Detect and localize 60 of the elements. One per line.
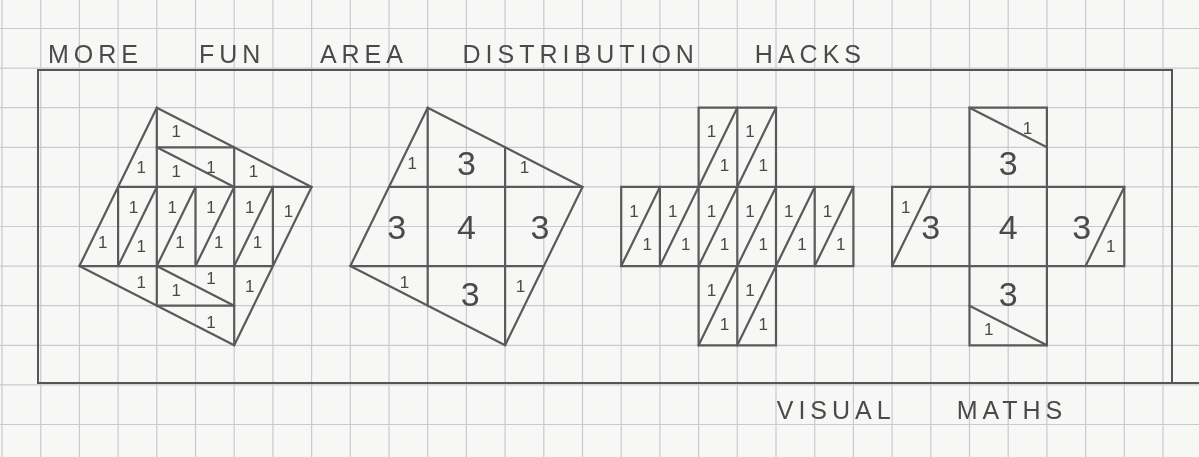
area-number: 1 xyxy=(822,202,833,220)
area-number: 1 xyxy=(283,202,294,220)
footer-text: VISUAL MATHS xyxy=(776,397,1068,423)
area-number: 1 xyxy=(206,269,216,287)
area-number: 1 xyxy=(667,202,678,220)
area-number: 3 xyxy=(387,209,407,244)
area-number: 1 xyxy=(1106,237,1116,255)
area-number: 1 xyxy=(719,156,730,174)
area-number: 3 xyxy=(998,276,1018,311)
area-number: 1 xyxy=(399,273,410,291)
area-number: 1 xyxy=(171,162,181,180)
area-number: 1 xyxy=(214,233,224,251)
area-number: 1 xyxy=(206,313,216,331)
area-number: 1 xyxy=(252,233,263,251)
area-number: 1 xyxy=(745,202,755,220)
area-number: 3 xyxy=(998,146,1018,181)
area-number: 1 xyxy=(244,198,255,216)
area-number: 1 xyxy=(984,320,994,338)
area-number: 1 xyxy=(175,233,185,251)
area-number: 1 xyxy=(407,154,417,172)
area-number: 1 xyxy=(244,277,255,295)
area-number: 3 xyxy=(460,276,480,311)
area-number: 4 xyxy=(998,209,1018,244)
area-number: 1 xyxy=(706,281,717,299)
area-number: 1 xyxy=(171,122,181,140)
area-number: 3 xyxy=(921,209,941,244)
area-number: 1 xyxy=(97,233,108,251)
area-number: 1 xyxy=(758,235,768,253)
area-number: 1 xyxy=(206,158,216,176)
area-number: 1 xyxy=(681,235,691,253)
area-number: 1 xyxy=(797,235,807,253)
area-number: 1 xyxy=(167,198,177,216)
area-number: 1 xyxy=(128,198,139,216)
area-number: 1 xyxy=(758,315,768,332)
area-number: 3 xyxy=(456,146,476,181)
area-number: 1 xyxy=(900,198,911,216)
area-number: 1 xyxy=(248,162,259,180)
area-number: 1 xyxy=(519,158,530,176)
area-number: 3 xyxy=(1072,209,1092,244)
area-number: 1 xyxy=(784,202,794,220)
area-number: 1 xyxy=(629,202,639,220)
area-number: 1 xyxy=(136,273,147,291)
title: MORE FUN AREA DISTRIBUTION HACKS xyxy=(48,42,866,67)
area-number: 1 xyxy=(642,235,652,253)
area-number: 1 xyxy=(758,156,768,174)
area-number: 1 xyxy=(719,315,730,332)
area-number: 1 xyxy=(206,198,216,216)
area-number: 1 xyxy=(719,235,730,253)
area-number: 1 xyxy=(171,281,181,299)
area-number: 3 xyxy=(530,209,550,244)
area-number: 4 xyxy=(456,209,476,244)
area-number: 1 xyxy=(835,235,846,253)
area-number: 1 xyxy=(745,281,755,299)
area-number: 1 xyxy=(136,158,147,176)
area-number: 1 xyxy=(706,202,717,220)
area-number: 1 xyxy=(745,122,755,140)
area-number: 1 xyxy=(515,277,526,295)
area-number: 1 xyxy=(1022,119,1033,136)
area-number: 1 xyxy=(136,237,147,255)
area-number: 1 xyxy=(706,122,717,140)
